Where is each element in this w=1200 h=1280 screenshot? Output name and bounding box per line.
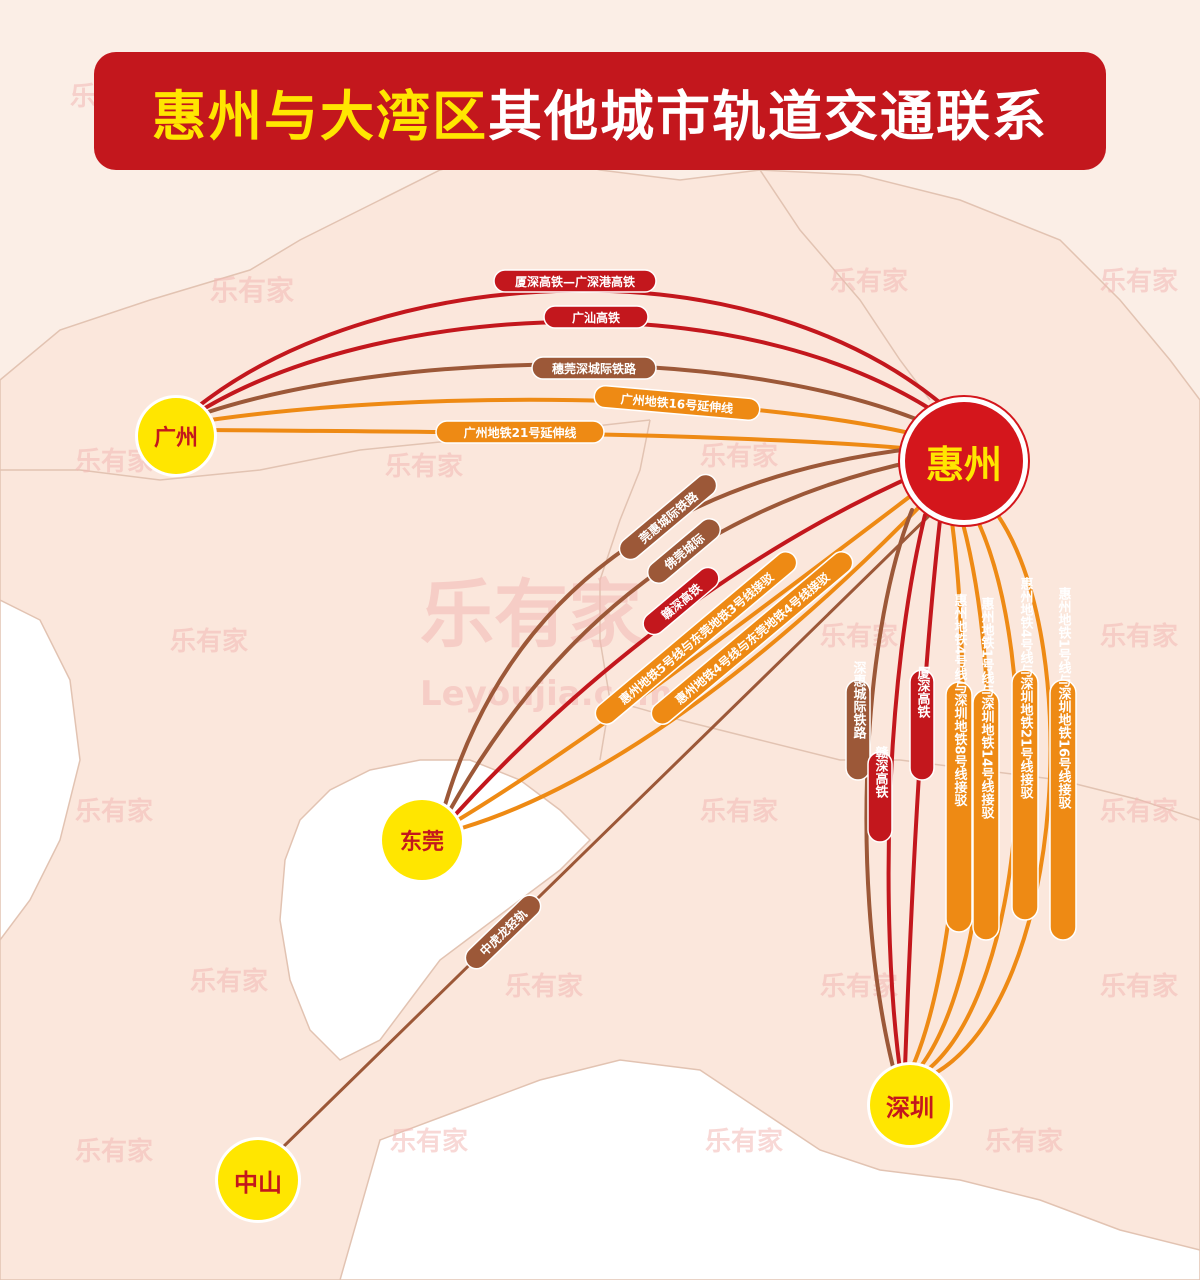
route-label-sz-3: 厦深高铁 bbox=[909, 665, 935, 781]
svg-text:乐有家: 乐有家 bbox=[830, 266, 908, 297]
route-line-zs-1 bbox=[278, 508, 937, 1152]
city-node-shenzhen[interactable]: 深圳 bbox=[870, 1065, 950, 1145]
watermark: 乐有家 bbox=[170, 626, 248, 657]
svg-text:乐有家: 乐有家 bbox=[705, 1126, 783, 1157]
svg-text:乐有家: 乐有家 bbox=[1100, 796, 1178, 827]
water-west bbox=[0, 599, 81, 942]
city-node-guangzhou[interactable]: 广州 bbox=[138, 398, 214, 474]
route-line-dg-1 bbox=[443, 446, 920, 807]
route-label-gz-1: 厦深高铁—广深港高铁 bbox=[493, 269, 657, 293]
routes-zhongshan bbox=[278, 508, 937, 1152]
watermark-large: 乐有家 bbox=[420, 572, 642, 658]
watermark: 乐有家 bbox=[700, 441, 778, 472]
city-node-zhongshan[interactable]: 中山 bbox=[218, 1140, 298, 1220]
svg-text:乐有家: 乐有家 bbox=[420, 572, 642, 658]
svg-text:广州地铁21号延伸线: 广州地铁21号延伸线 bbox=[464, 425, 577, 440]
svg-text:乐有家: 乐有家 bbox=[170, 626, 248, 657]
svg-text:乐有家: 乐有家 bbox=[210, 274, 294, 307]
svg-text:惠州地铁4号线与深圳地铁21号线接驳: 惠州地铁4号线与深圳地铁21号线接驳 bbox=[1018, 576, 1035, 800]
svg-text:惠州地铁1号线与深圳地铁16号线接驳: 惠州地铁1号线与深圳地铁16号线接驳 bbox=[1056, 586, 1073, 810]
watermark: 乐有家 bbox=[705, 1126, 783, 1157]
svg-text:乐有家: 乐有家 bbox=[390, 1126, 468, 1157]
watermark: 乐有家 bbox=[820, 971, 898, 1002]
watermark: 乐有家 bbox=[1100, 266, 1178, 297]
watermark: 乐有家 bbox=[75, 1136, 153, 1167]
svg-text:乐有家: 乐有家 bbox=[1100, 621, 1178, 652]
title-banner: 惠州与大湾区其他城市轨道交通联系 bbox=[94, 52, 1106, 170]
svg-text:厦深高铁: 厦深高铁 bbox=[915, 665, 932, 719]
watermark: 乐有家 bbox=[830, 266, 908, 297]
labels-guangzhou: 厦深高铁—广深港高铁 广汕高铁 穗莞深城际铁路 广州地铁16号延伸线 广州地铁2… bbox=[435, 269, 761, 444]
svg-text:厦深高铁—广深港高铁: 厦深高铁—广深港高铁 bbox=[515, 274, 635, 289]
route-line-dg-4 bbox=[456, 483, 927, 822]
route-label-gz-2: 广汕高铁 bbox=[543, 305, 649, 329]
svg-text:乐有家: 乐有家 bbox=[75, 446, 153, 477]
route-line-gz-4 bbox=[208, 397, 952, 445]
svg-text:乐有家: 乐有家 bbox=[700, 796, 778, 827]
watermark: 乐有家 bbox=[75, 446, 153, 477]
route-line-sz-7 bbox=[930, 503, 1053, 1077]
watermark: 乐有家 bbox=[820, 621, 898, 652]
watermark: 乐有家 bbox=[700, 796, 778, 827]
watermark: 乐有家 bbox=[505, 971, 583, 1002]
svg-text:乐有家: 乐有家 bbox=[75, 796, 153, 827]
watermark: 乐有家 bbox=[1100, 621, 1178, 652]
route-label-gz-5: 广州地铁21号延伸线 bbox=[435, 420, 605, 444]
svg-text:乐有家: 乐有家 bbox=[190, 966, 268, 997]
svg-text:乐有家: 乐有家 bbox=[75, 1136, 153, 1167]
watermark: 乐有家 bbox=[390, 1126, 468, 1157]
route-line-sz-3 bbox=[903, 518, 942, 1070]
route-label-sz-4: 惠州地铁4号线与深圳地铁8号线接驳 bbox=[945, 593, 973, 933]
svg-text:乐有家: 乐有家 bbox=[985, 1126, 1063, 1157]
route-label-sz-6: 惠州地铁4号线与深圳地铁21号线接驳 bbox=[1011, 576, 1039, 921]
watermark: 乐有家 bbox=[385, 451, 463, 482]
svg-text:乐有家: 乐有家 bbox=[820, 971, 898, 1002]
svg-text:惠州地铁4号线与深圳地铁8号线接驳: 惠州地铁4号线与深圳地铁8号线接驳 bbox=[952, 593, 969, 808]
watermark: 乐有家 bbox=[985, 1126, 1063, 1157]
water-south bbox=[339, 1059, 1200, 1280]
route-label-sz-1: 深惠城际铁路 bbox=[845, 660, 871, 781]
city-node-huizhou[interactable]: 惠州 bbox=[905, 402, 1023, 520]
route-label-sz-5: 惠州地铁1号线与深圳地铁14号线接驳 bbox=[972, 596, 1000, 941]
watermark: 乐有家 bbox=[210, 274, 294, 307]
svg-text:乐有家: 乐有家 bbox=[1100, 971, 1178, 1002]
svg-text:乐有家: 乐有家 bbox=[700, 441, 778, 472]
border-line-2 bbox=[759, 169, 931, 401]
title-part-2: 其他城市轨道交通联系 bbox=[488, 84, 1048, 148]
svg-text:穗莞深城际铁路: 穗莞深城际铁路 bbox=[552, 361, 637, 376]
watermark: 乐有家 bbox=[190, 966, 268, 997]
water-estuary bbox=[279, 759, 592, 1061]
labels-dongguan: 莞惠城际铁路 佛莞城际 赣深高铁 惠州地铁5号线与东莞地铁3号线接驳 惠州地铁4… bbox=[464, 473, 854, 970]
route-label-sz-2: 赣深高铁 bbox=[867, 745, 893, 843]
watermarks: 乐有家 乐有家 乐有家 乐有家 乐有家 乐有家 乐有家 乐有家 Leyoujia… bbox=[70, 81, 1178, 1167]
watermark: 乐有家 bbox=[75, 796, 153, 827]
svg-text:乐有家: 乐有家 bbox=[385, 451, 463, 482]
svg-text:赣深高铁: 赣深高铁 bbox=[873, 745, 890, 799]
labels-shenzhen: 深惠城际铁路 赣深高铁 厦深高铁 惠州地铁4号线与深圳地铁8号线接驳 惠州地铁1… bbox=[845, 576, 1077, 941]
svg-text:广汕高铁: 广汕高铁 bbox=[572, 310, 620, 325]
route-line-dg-2 bbox=[448, 458, 922, 812]
svg-text:乐有家: 乐有家 bbox=[820, 621, 898, 652]
route-label-sz-7: 惠州地铁1号线与深圳地铁16号线接驳 bbox=[1049, 586, 1077, 941]
svg-text:乐有家: 乐有家 bbox=[505, 971, 583, 1002]
route-line-dg-5 bbox=[460, 496, 930, 830]
route-label-gz-3: 穗莞深城际铁路 bbox=[531, 356, 657, 380]
border-line-4 bbox=[609, 699, 1200, 821]
watermark: 乐有家 bbox=[1100, 796, 1178, 827]
title-part-1: 惠州与大湾区 bbox=[152, 84, 488, 148]
watermark: 乐有家 bbox=[1100, 971, 1178, 1002]
svg-text:惠州地铁1号线与深圳地铁14号线接驳: 惠州地铁1号线与深圳地铁14号线接驳 bbox=[979, 596, 996, 820]
svg-text:乐有家: 乐有家 bbox=[1100, 266, 1178, 297]
city-node-dongguan[interactable]: 东莞 bbox=[382, 800, 462, 880]
svg-text:深惠城际铁路: 深惠城际铁路 bbox=[851, 660, 868, 739]
